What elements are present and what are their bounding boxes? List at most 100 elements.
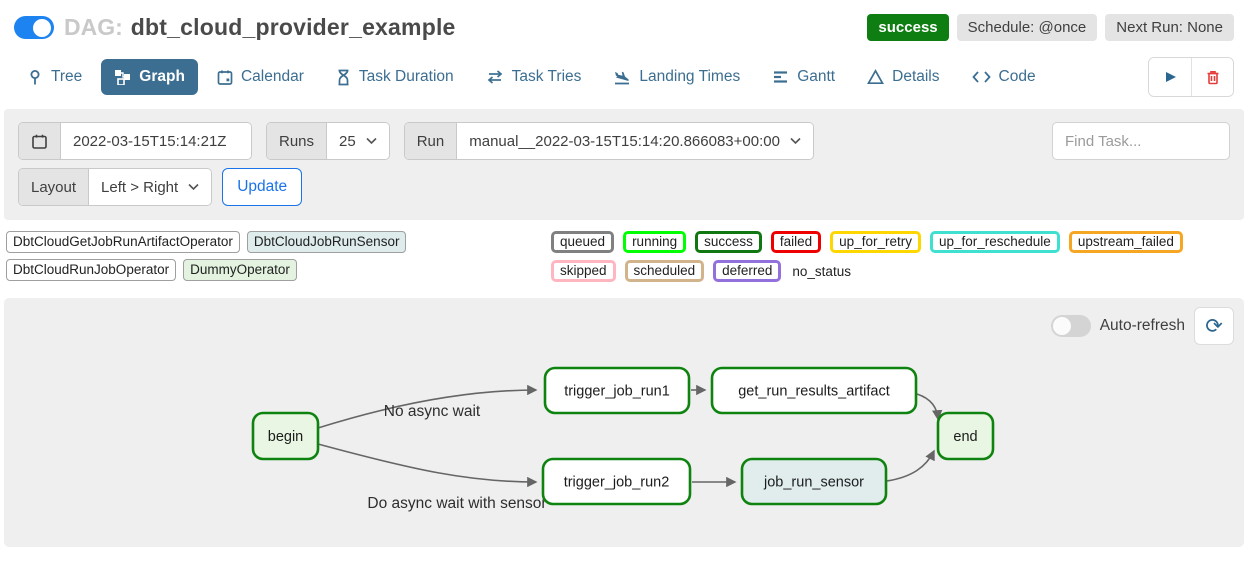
trash-icon: [1207, 70, 1218, 84]
run-label: Run: [404, 123, 458, 159]
operator-badge: DbtCloudGetJobRunArtifactOperator: [6, 231, 240, 253]
tab-tree[interactable]: Tree: [14, 59, 95, 95]
dag-pause-toggle[interactable]: [14, 16, 54, 39]
repeat-icon: [486, 69, 504, 85]
edge-label: Do async wait with sensor: [367, 495, 546, 512]
refresh-button[interactable]: ⟳: [1194, 307, 1234, 345]
refresh-icon: ⟳: [1205, 314, 1223, 338]
filter-row-2: Layout Left > Right Update: [18, 168, 1230, 206]
edge-label: No async wait: [384, 403, 481, 420]
toggle-knob: [1052, 317, 1071, 335]
tab-graph[interactable]: Graph: [101, 59, 198, 95]
edge-get_run_results_artifact-to-end: [916, 393, 943, 421]
tab-label: Task Duration: [358, 68, 454, 85]
layout-group: Layout Left > Right: [18, 168, 213, 206]
tab-label: Tree: [51, 68, 83, 85]
chevron-down-icon: [790, 137, 801, 145]
runs-select[interactable]: 25: [327, 123, 389, 159]
dag-header: DAG: dbt_cloud_provider_example success …: [0, 0, 1248, 47]
chevron-down-icon: [188, 183, 199, 191]
status-legend-badge: up_for_retry: [830, 231, 921, 253]
graph-panel: Auto-refresh ⟳ No async wait Do async wai…: [4, 298, 1244, 547]
triangle-icon: [867, 69, 885, 85]
task-node-end[interactable]: end: [936, 411, 995, 461]
gantt-icon: [772, 69, 789, 85]
runs-value: 25: [339, 132, 356, 150]
operator-badge: DbtCloudRunJobOperator: [6, 259, 177, 281]
trigger-dag-button[interactable]: [1149, 58, 1191, 96]
filter-panel: Runs 25 Run manual__2022-03-15T15:14:20.…: [4, 109, 1244, 220]
dag-prefix-label: DAG:: [64, 14, 123, 40]
status-legend-badge: upstream_failed: [1068, 231, 1183, 253]
task-node-job_run_sensor[interactable]: job_run_sensor: [740, 457, 888, 506]
tab-label: Graph: [139, 68, 185, 85]
status-legend-badge: skipped: [551, 260, 616, 282]
operator-badge: DummyOperator: [183, 259, 297, 281]
task-node-begin[interactable]: begin: [251, 411, 320, 461]
runs-label: Runs: [267, 123, 328, 159]
tab-details[interactable]: Details: [854, 59, 952, 95]
task-node-label: begin: [268, 429, 303, 445]
graph-icon: [114, 69, 131, 85]
task-node-label: get_run_results_artifact: [738, 384, 890, 400]
tab-landing-times[interactable]: Landing Times: [600, 59, 753, 95]
status-legend-badge: scheduled: [624, 260, 705, 282]
tab-task-tries[interactable]: Task Tries: [473, 59, 595, 95]
status-badge[interactable]: success: [867, 14, 949, 41]
status-legend-badge: queued: [551, 231, 615, 253]
calendar-icon: [32, 134, 47, 149]
find-task-input[interactable]: [1052, 122, 1230, 160]
edge-begin-to-trigger_job_run1: [317, 384, 538, 429]
tab-label: Gantt: [797, 68, 836, 85]
edge-begin-to-trigger_job_run2: [317, 443, 538, 488]
task-node-label: trigger_job_run1: [564, 384, 670, 400]
auto-refresh-toggle[interactable]: [1050, 315, 1091, 337]
auto-refresh-label: Auto-refresh: [1099, 317, 1185, 334]
plane-landing-icon: [613, 69, 631, 86]
layout-value: Left > Right: [101, 178, 179, 196]
next-run-badge: Next Run: None: [1105, 14, 1234, 41]
update-button[interactable]: Update: [222, 168, 303, 206]
hourglass-icon: [336, 69, 351, 86]
calendar-icon: [217, 69, 233, 86]
status-legend-badge: success: [695, 231, 762, 253]
toggle-knob: [33, 18, 51, 37]
task-node-label: job_run_sensor: [763, 475, 864, 491]
operator-badge: DbtCloudJobRunSensor: [246, 231, 407, 253]
delete-dag-button[interactable]: [1191, 58, 1233, 96]
task-node-label: trigger_job_run2: [564, 475, 670, 491]
status-legend-badge: failed: [770, 231, 822, 253]
tab-task-duration[interactable]: Task Duration: [323, 59, 467, 95]
status-legend-badge: running: [623, 231, 687, 253]
tab-calendar[interactable]: Calendar: [204, 59, 317, 95]
task-node-get_run_results_artifact[interactable]: get_run_results_artifact: [710, 366, 918, 415]
page-title: dbt_cloud_provider_example: [130, 14, 456, 40]
header-badges: success Schedule: @once Next Run: None: [867, 14, 1234, 41]
filter-row-1: Runs 25 Run manual__2022-03-15T15:14:20.…: [18, 122, 1230, 160]
chevron-down-icon: [366, 137, 377, 145]
base-date-input[interactable]: [61, 123, 251, 159]
tab-label: Details: [892, 68, 940, 85]
status-legend-badge: deferred: [713, 260, 782, 282]
task-node-trigger_job_run2[interactable]: trigger_job_run2: [541, 457, 692, 506]
status-legend-badge: no_status: [792, 263, 851, 279]
edge-job_run_sensor-to-end: [886, 449, 935, 482]
run-value: manual__2022-03-15T15:14:20.866083+00:00: [469, 132, 780, 150]
dag-actions: [1148, 57, 1234, 97]
task-node-trigger_job_run1[interactable]: trigger_job_run1: [543, 366, 691, 415]
runs-group: Runs 25: [266, 122, 390, 160]
tabs-row: Tree Graph Calendar Task Duration Task Tries…: [0, 47, 1248, 105]
run-select[interactable]: manual__2022-03-15T15:14:20.866083+00:00: [457, 123, 813, 159]
layout-select[interactable]: Left > Right: [89, 169, 212, 205]
status-legend: queued running success failed up_for_retry up…: [551, 231, 1240, 282]
status-legend-badge: up_for_reschedule: [929, 231, 1060, 253]
tab-code[interactable]: Code: [959, 59, 1049, 95]
tree-icon: [27, 69, 43, 86]
tab-gantt[interactable]: Gantt: [759, 59, 848, 95]
schedule-badge: Schedule: @once: [956, 14, 1098, 41]
code-icon: [971, 70, 991, 84]
run-group: Run manual__2022-03-15T15:14:20.866083+0…: [403, 122, 814, 160]
layout-label: Layout: [19, 169, 90, 205]
